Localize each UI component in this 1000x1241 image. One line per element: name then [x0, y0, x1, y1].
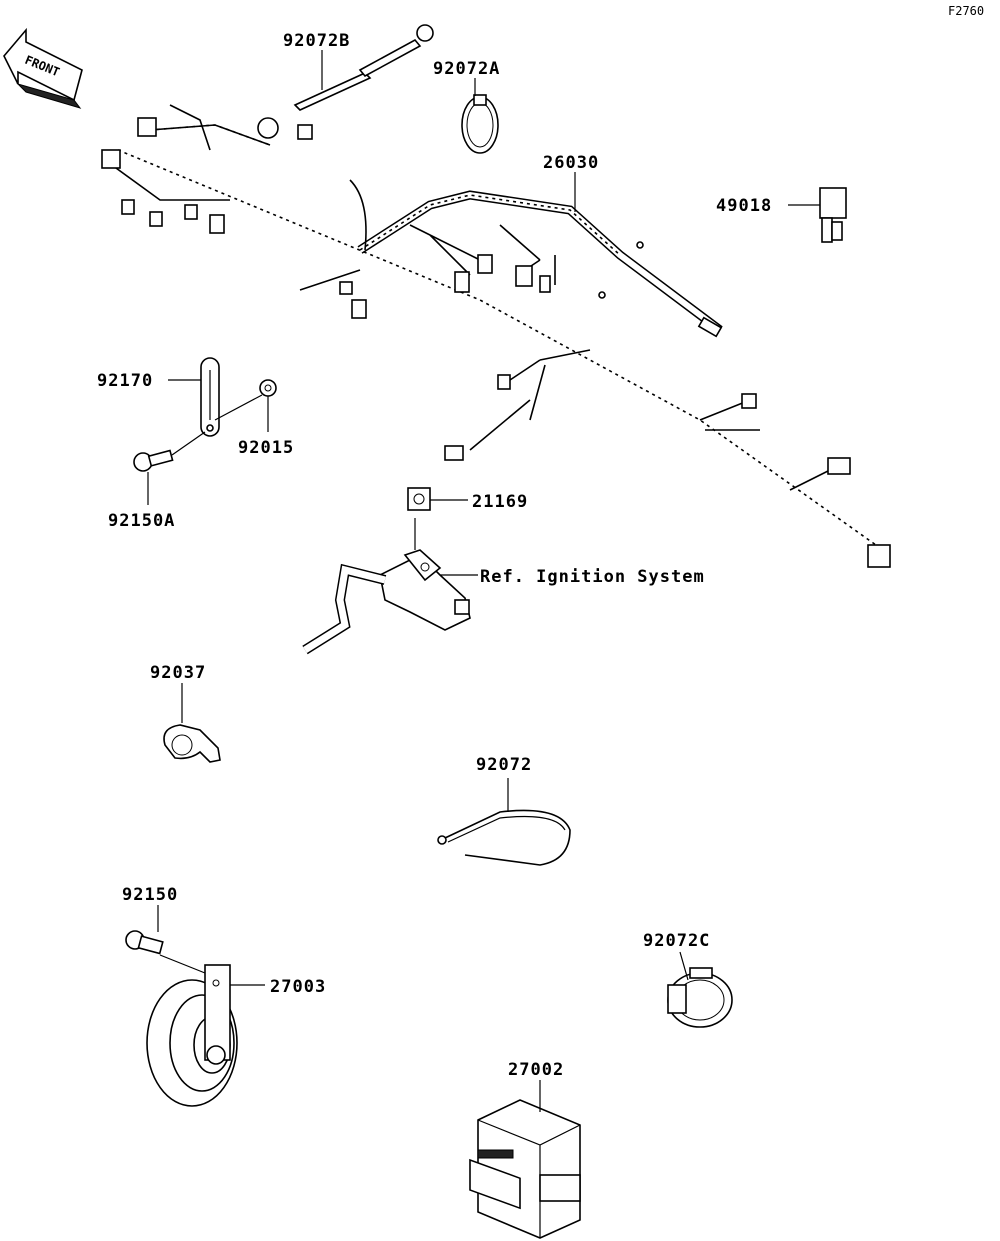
- callout-21169: 21169: [472, 492, 528, 512]
- callout-27002: 27002: [508, 1060, 564, 1080]
- cable-tie-92072: [437, 809, 571, 866]
- leader-92072c: [679, 951, 689, 981]
- callout-92072c: 92072C: [643, 931, 710, 951]
- callout-ref-ignition: Ref. Ignition System: [480, 567, 705, 587]
- clamp-92037: [163, 724, 221, 763]
- callout-27003: 27003: [270, 977, 326, 997]
- callout-92150a: 92150A: [108, 511, 175, 531]
- bolt-92150: [125, 930, 164, 955]
- clamp-92072c: [667, 967, 733, 1028]
- relay-49018: [819, 187, 847, 243]
- front-arrow-icon: FRONT: [3, 27, 83, 109]
- main-harness: [101, 104, 892, 568]
- callout-92150: 92150: [122, 885, 178, 905]
- horn-27003: [146, 964, 238, 1107]
- align-92015: [214, 394, 263, 421]
- nut-92015: [259, 379, 277, 397]
- callout-92072a: 92072A: [433, 59, 500, 79]
- callout-92015: 92015: [238, 438, 294, 458]
- callout-92072b: 92072B: [283, 31, 350, 51]
- callout-92037: 92037: [150, 663, 206, 683]
- bracket-92170: [200, 357, 220, 437]
- cap-21169: [407, 487, 431, 511]
- align-92150a: [171, 431, 206, 456]
- callout-92072: 92072: [476, 755, 532, 775]
- align-92150: [159, 954, 211, 976]
- ignition-coil: [302, 549, 471, 655]
- callout-49018: 49018: [716, 196, 772, 216]
- cable-tie-92072b: [293, 24, 434, 111]
- callout-26030: 26030: [543, 153, 599, 173]
- figure-code: F2760: [948, 4, 984, 18]
- cable-tie-92072a: [461, 94, 499, 154]
- callout-92170: 92170: [97, 371, 153, 391]
- bolt-92150a: [133, 449, 174, 472]
- unit-27002: [469, 1099, 581, 1239]
